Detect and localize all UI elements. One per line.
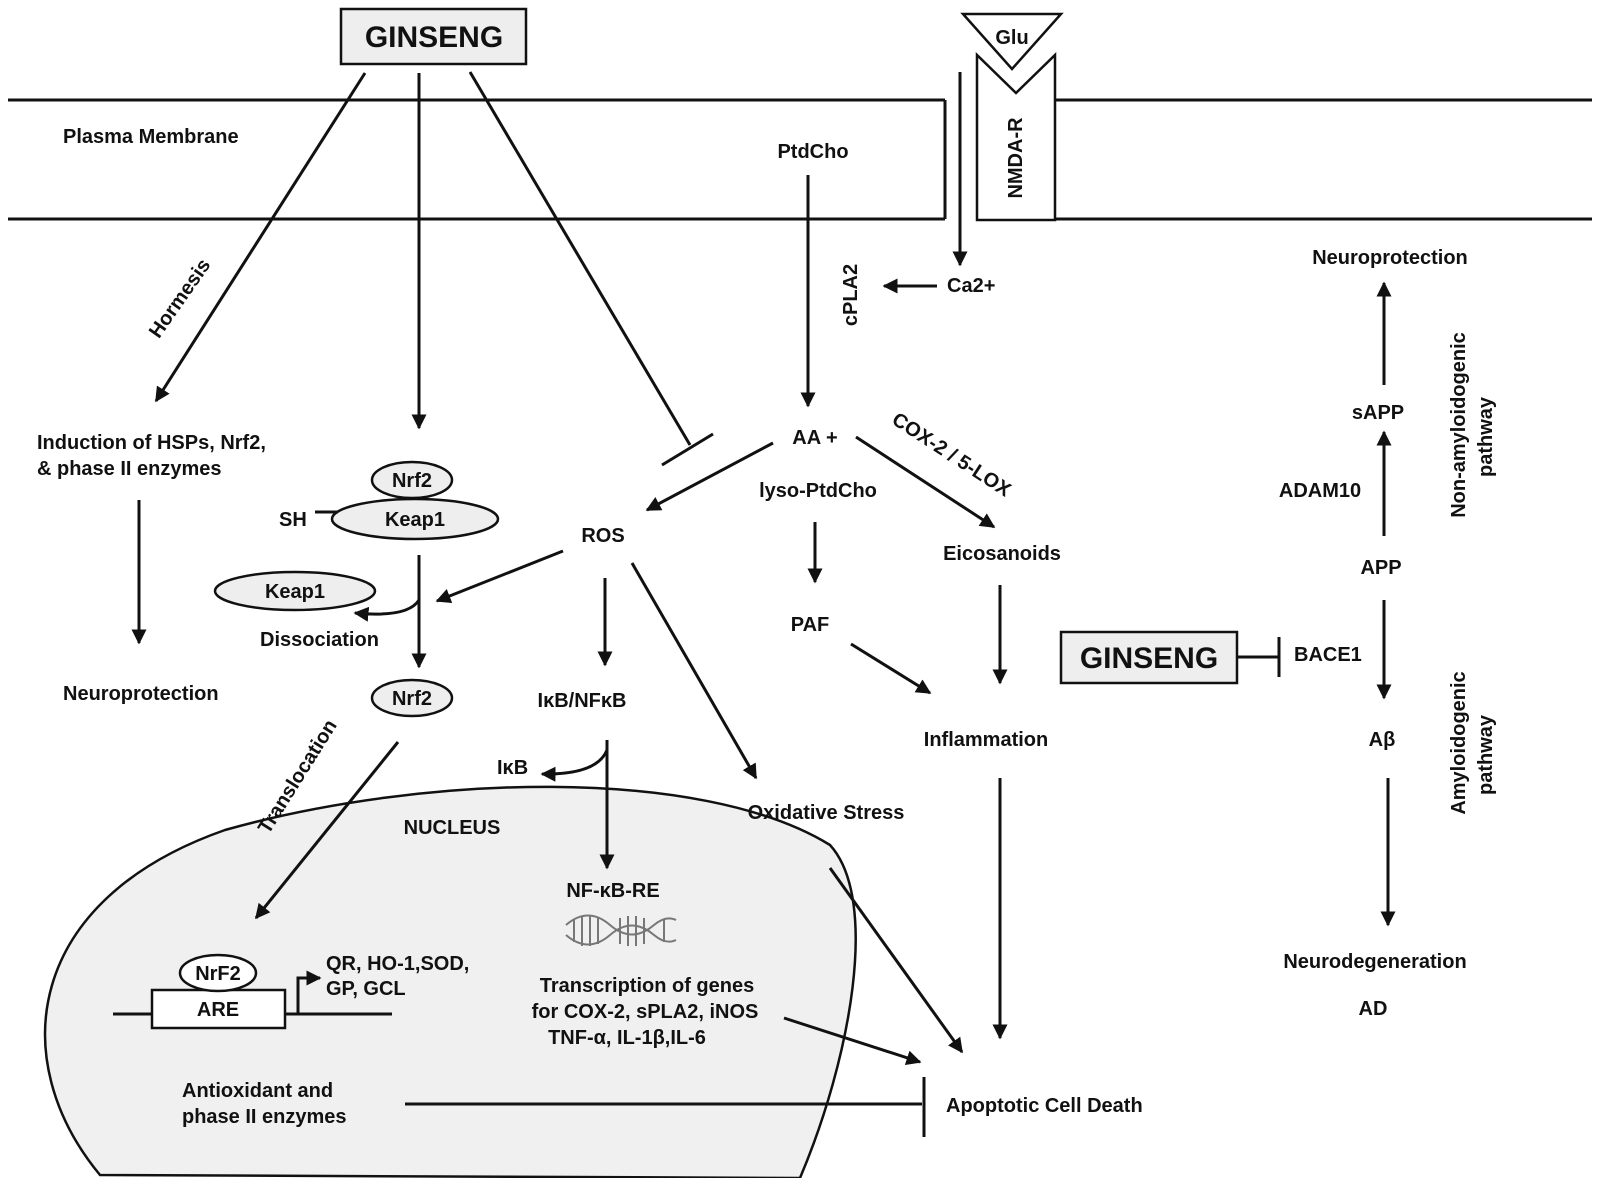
arrow-keap1-dissociation [353, 599, 421, 622]
nucleus-label: NUCLEUS [404, 817, 501, 839]
nrf2-free-label: Nrf2 [392, 688, 432, 710]
are-genes-label-1: QR, HO-1,SOD, [326, 953, 469, 975]
arrow-ros-keap1 [435, 549, 564, 603]
antioxidant-label-1: Antioxidant and [182, 1080, 333, 1102]
keap1-bound-label: Keap1 [385, 509, 445, 531]
plasma-membrane [8, 98, 1592, 221]
cox-lox-label: COX-2 / 5-LOX [888, 409, 1015, 502]
nfkb-re-label: NF-κB-RE [566, 880, 659, 902]
nrf2-top-label: Nrf2 [392, 470, 432, 492]
inhibit-bar-ros [661, 432, 714, 467]
sapp-label: sAPP [1352, 402, 1404, 424]
arrow-aa-eicosanoids [855, 435, 996, 529]
ros-label: ROS [581, 525, 624, 547]
induction-label-2: & phase II enzymes [37, 458, 222, 480]
bace1-label: BACE1 [1294, 644, 1362, 666]
aa-label: AA + [792, 427, 837, 449]
induction-label-1: Induction of HSPs, Nrf2, [37, 432, 266, 454]
ad-label: AD [1359, 998, 1388, 1020]
transcription-start-arrow [296, 970, 322, 1014]
are-box [150, 988, 287, 1030]
nucleus-ellipse [43, 785, 857, 1178]
plasma-membrane-label: Plasma Membrane [63, 126, 239, 148]
ginseng-mid-label: GINSENG [1080, 642, 1218, 675]
nmda-r-label: NMDA-R [1005, 117, 1027, 199]
neuroprotection-right-label: Neuroprotection [1312, 247, 1468, 269]
hormesis-label: Hormesis [145, 255, 215, 342]
ca2-label: Ca2+ [947, 275, 995, 297]
arrow-nrf2-translocation [254, 741, 400, 920]
glutamate-triangle [960, 12, 1064, 71]
amyloidogenic-label-2: pathway [1475, 714, 1497, 795]
ptdcho-label: PtdCho [777, 141, 848, 163]
nrf2-free-ellipse [370, 678, 454, 718]
ginseng-mid-box [1059, 630, 1239, 685]
nmda-receptor [975, 52, 1057, 222]
arrow-ginseng-hormesis [154, 72, 367, 403]
transcription-label-1: Transcription of genes [540, 975, 754, 997]
dissociation-label: Dissociation [260, 629, 379, 651]
adam10-label: ADAM10 [1279, 480, 1361, 502]
neuroprotection-left-label: Neuroprotection [63, 683, 219, 705]
lyso-ptdcho-label: lyso-PtdCho [759, 480, 877, 502]
ginseng-top-box [339, 7, 528, 66]
sh-label: SH [279, 509, 307, 531]
abeta-label: Aβ [1369, 729, 1396, 751]
eicosanoids-label: Eicosanoids [943, 543, 1061, 565]
keap1-free-label: Keap1 [265, 581, 325, 603]
ikb-label: IκB [497, 757, 528, 779]
oxidative-stress-label: Oxidative Stress [748, 802, 905, 824]
nrf2-nuclear-ellipse [178, 953, 258, 993]
neurodegeneration-label: Neurodegeneration [1283, 951, 1466, 973]
are-label: ARE [197, 999, 239, 1021]
inflammation-label: Inflammation [924, 729, 1048, 751]
cpla2-label: cPLA2 [840, 264, 862, 326]
ikb-nfkb-label: IκB/NFκB [538, 690, 627, 712]
arrow-oxidative-apoptosis [828, 867, 964, 1054]
glu-label: Glu [995, 27, 1028, 49]
dna-helix-icon [565, 914, 677, 946]
paf-label: PAF [791, 614, 830, 636]
amyloidogenic-label-1: Amyloidogenic [1448, 671, 1470, 814]
non-amyloidogenic-label-2: pathway [1475, 396, 1497, 477]
keap1-free-ellipse [213, 570, 377, 612]
arrow-paf-inflammation [850, 642, 932, 695]
are-genes-label-2: GP, GCL [326, 978, 406, 1000]
arrow-ikb-release [540, 749, 609, 782]
keap1-bound-ellipse [330, 497, 500, 541]
transcription-label-2: for COX-2, sPLA2, iNOS [532, 1001, 759, 1023]
arrow-transcription-apoptosis [783, 1016, 922, 1065]
arrow-aa-ros [645, 441, 774, 512]
nrf2-nuclear-label: NrF2 [195, 963, 241, 985]
antioxidant-label-2: phase II enzymes [182, 1106, 347, 1128]
app-label: APP [1360, 557, 1401, 579]
transcription-label-3: TNF-α, IL-1β,IL-6 [548, 1027, 706, 1049]
arrow-ros-oxidative-stress [630, 562, 758, 780]
ginseng-top-label: GINSENG [365, 21, 503, 54]
non-amyloidogenic-label-1: Non-amyloidogenic [1448, 332, 1470, 518]
inhibit-ginseng-ros [468, 71, 692, 446]
apoptotic-cell-death-label: Apoptotic Cell Death [946, 1095, 1143, 1117]
